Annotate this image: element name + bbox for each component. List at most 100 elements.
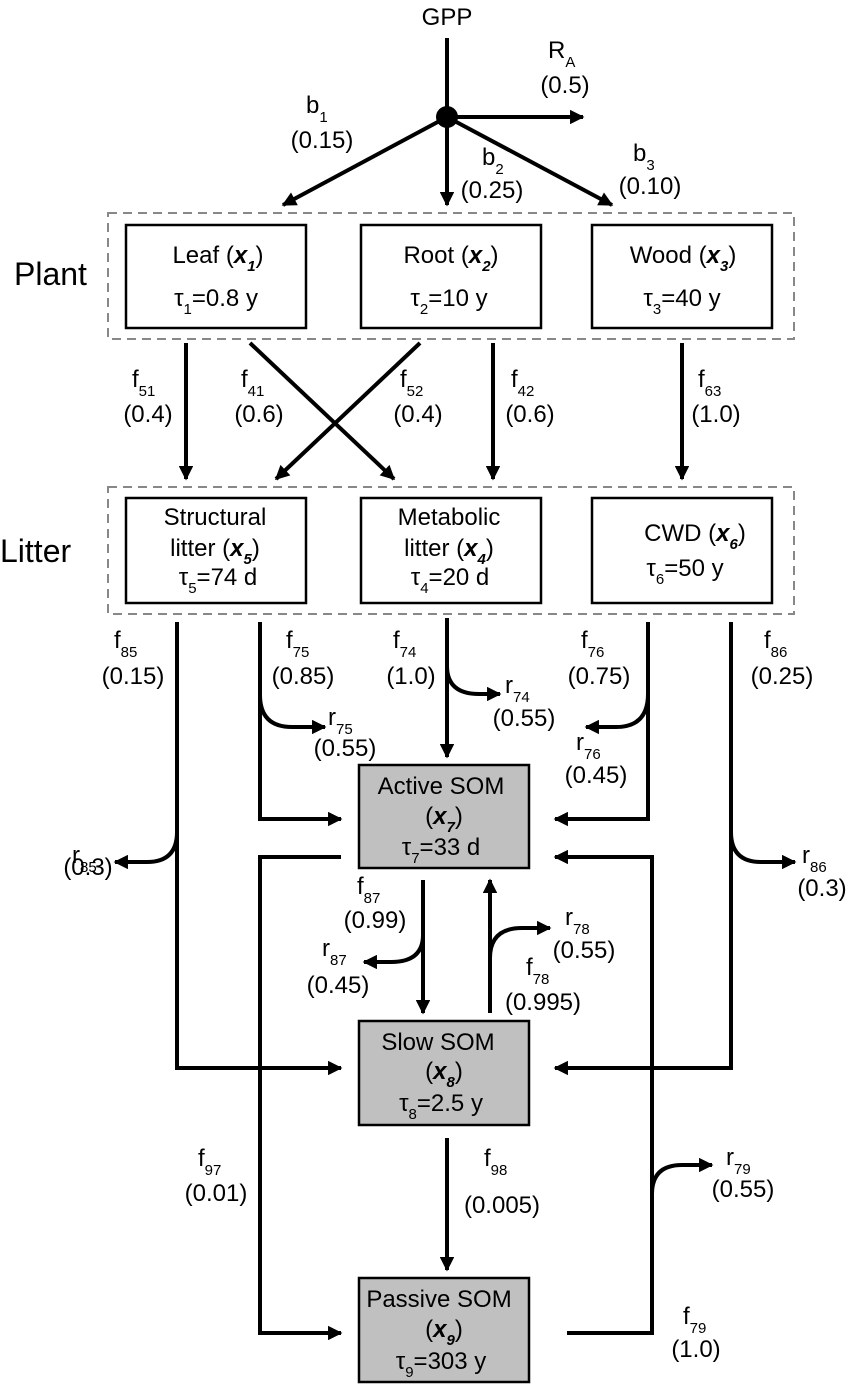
r74-label: r74 — [505, 672, 530, 706]
r86-arrow — [729, 831, 797, 870]
f51-value: (0.4) — [123, 401, 172, 428]
plant-group-label: Plant — [14, 256, 87, 292]
f85-arrow — [175, 622, 343, 1076]
r75-value: (0.55) — [314, 735, 377, 762]
structural-litter-line1: Structural — [164, 504, 267, 531]
passive-som-pool-box — [357, 1276, 531, 1384]
active-som-turnover: τ7=33 d — [402, 834, 481, 867]
f78-label: f78 — [526, 954, 549, 988]
litter-group-border — [107, 486, 795, 615]
r85-label: r85 — [72, 842, 97, 876]
f63-value: (1.0) — [691, 401, 740, 428]
wood-pool-title: Wood (x3) — [630, 242, 737, 275]
ra-value: (0.5) — [540, 72, 589, 99]
r79-arrow — [650, 1157, 714, 1195]
leaf-pool-turnover: τ1=0.8 y — [174, 285, 258, 318]
f98-value: (0.005) — [464, 1192, 540, 1219]
r79-label: r79 — [726, 1144, 751, 1178]
r76-arrow — [584, 693, 650, 735]
f52-arrow — [274, 341, 422, 481]
structural-litter-pool-box — [124, 496, 308, 605]
slow-som-title: Slow SOM — [381, 1029, 494, 1056]
r86-label: r86 — [802, 842, 827, 876]
wood-pool-box — [590, 223, 774, 330]
f87-label: f87 — [357, 873, 380, 907]
b3-arrow — [446, 115, 614, 207]
r85-arrow — [113, 831, 179, 870]
f63-label: f63 — [698, 366, 721, 400]
r74-value: (0.55) — [493, 705, 556, 732]
r76-value: (0.45) — [565, 762, 628, 789]
f41-arrow — [248, 341, 396, 481]
passive-som-title: Passive SOM — [366, 1286, 511, 1313]
ra-label: RA — [548, 37, 575, 71]
f86-arrow — [553, 622, 733, 1076]
r87-label: r87 — [322, 935, 347, 969]
slow-som-pool-box — [357, 1019, 531, 1127]
b1-value: (0.15) — [291, 127, 354, 154]
f76-value: (0.75) — [568, 663, 631, 690]
f87-value: (0.99) — [344, 907, 407, 934]
f51-label: f51 — [132, 366, 155, 400]
b3-value: (0.10) — [619, 173, 682, 200]
root-pool-turnover: τ2=10 y — [410, 285, 487, 318]
f74-value: (1.0) — [386, 663, 435, 690]
structural-litter-line2: litter (x5) — [170, 535, 260, 568]
slow-som-var: (x8) — [425, 1058, 463, 1091]
f41-value: (0.6) — [234, 401, 283, 428]
r75-label: r75 — [328, 704, 353, 738]
r78-label: r78 — [565, 904, 590, 938]
passive-som-turnover: τ9=303 y — [396, 1348, 487, 1381]
f97-value: (0.01) — [185, 1180, 248, 1207]
cwd-pool-turnover: τ6=50 y — [646, 555, 723, 588]
metabolic-litter-line1: Metabolic — [398, 504, 501, 531]
r75-arrow — [258, 694, 327, 735]
slow-som-turnover: τ8=2.5 y — [399, 1090, 483, 1123]
f86-label: f86 — [764, 627, 787, 661]
metabolic-litter-pool-box — [359, 496, 543, 605]
passive-som-var: (x9) — [425, 1316, 463, 1349]
leaf-pool-title: Leaf (x1) — [172, 242, 263, 275]
f52-value: (0.4) — [393, 401, 442, 428]
r76-label: r76 — [576, 729, 601, 763]
b3-label: b3 — [633, 140, 655, 174]
f75-label: f75 — [286, 627, 309, 661]
litter-group-label: Litter — [0, 533, 71, 569]
f74-label: f74 — [393, 627, 416, 661]
r79-value: (0.55) — [712, 1176, 775, 1203]
f52-label: f52 — [400, 366, 423, 400]
f42-value: (0.6) — [505, 401, 554, 428]
metabolic-litter-turnover: τ4=20 d — [411, 564, 490, 597]
active-som-title: Active SOM — [378, 773, 505, 800]
f97-arrow — [258, 855, 343, 1341]
structural-litter-turnover: τ5=74 d — [179, 564, 258, 597]
b2-value: (0.25) — [461, 177, 524, 204]
f75-arrow — [258, 622, 343, 827]
root-pool-box — [359, 223, 543, 330]
active-som-var: (x7) — [425, 803, 463, 836]
f41-label: f41 — [241, 366, 264, 400]
f79-label: f79 — [683, 1303, 706, 1337]
f79-arrow — [553, 849, 654, 1335]
f98-label: f98 — [484, 1145, 507, 1179]
f85-value: (0.15) — [102, 663, 165, 690]
r86-value: (0.3) — [797, 875, 846, 902]
r74-arrow — [445, 665, 502, 702]
f75-value: (0.85) — [272, 663, 335, 690]
b1-label: b1 — [306, 92, 328, 126]
f97-label: f97 — [198, 1145, 221, 1179]
b2-label: b2 — [482, 144, 504, 178]
f42-label: f42 — [511, 366, 534, 400]
b1-arrow — [281, 115, 448, 207]
r78-arrow — [488, 920, 552, 959]
cwd-pool-title: CWD (x6) — [644, 520, 746, 553]
f78-value: (0.995) — [505, 989, 581, 1016]
r85-value: (0.3) — [63, 854, 112, 881]
leaf-pool-box — [124, 223, 308, 330]
f76-arrow — [553, 622, 650, 827]
cwd-pool-box — [590, 496, 774, 605]
active-som-pool-box — [357, 763, 531, 870]
plant-group-border — [107, 212, 795, 340]
f79-value: (1.0) — [671, 1336, 720, 1363]
